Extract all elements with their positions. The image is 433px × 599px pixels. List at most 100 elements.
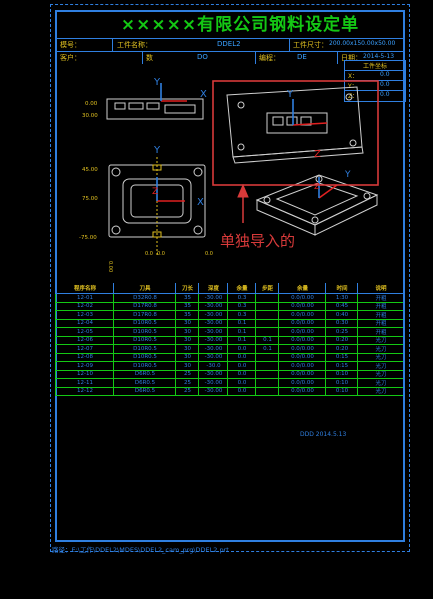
table-cell: 0.0	[227, 379, 256, 387]
date-label: 日期：	[341, 54, 362, 62]
table-cell: -30.00	[198, 336, 228, 344]
table-header-cell: 余量	[278, 283, 326, 293]
imported-detail-view	[226, 86, 364, 164]
table-cell: D10R0.5	[113, 345, 176, 353]
table-header-cell: 深度	[198, 283, 228, 293]
table-cell: 0.0	[227, 387, 256, 395]
plan-axis-x-label: X	[197, 197, 204, 208]
side-axis-y-label: Y	[153, 77, 161, 88]
table-cell: 35	[175, 311, 199, 319]
table-cell: 12-12	[55, 387, 114, 395]
table-cell: D10R0.5	[113, 362, 176, 370]
table-header-cell: 时间	[325, 283, 358, 293]
table-cell: 0.0/0.00	[278, 294, 326, 302]
table-cell: 25	[175, 379, 199, 387]
programmer-label: 编程：	[259, 54, 280, 62]
table-cell: 30	[175, 362, 199, 370]
table-cell: -30.00	[198, 370, 228, 378]
date-value: 2014-5-13	[363, 53, 395, 60]
svg-text:0.0: 0.0	[145, 251, 153, 257]
header-row-2: 客户： 数 DO 编程： DE 日期： 2014-5-13	[57, 51, 403, 64]
programmer-value: DE	[297, 53, 307, 61]
table-cell: 光刀	[357, 370, 404, 378]
table-cell	[255, 362, 279, 370]
table-cell: D10R0.5	[113, 353, 176, 361]
table-cell: 0:10	[325, 379, 358, 387]
dim-left-1: 0.00	[85, 101, 98, 107]
table-cell: 光刀	[357, 353, 404, 361]
signature-date: DDD 2014.5.13	[300, 431, 347, 438]
annotation-label: 单独导入的	[220, 232, 296, 250]
table-cell: 12-10	[55, 370, 114, 378]
table-cell: 12-01	[55, 294, 114, 302]
sheet-inner-frame	[55, 10, 405, 542]
coord-row-z: Z： 0.0	[348, 91, 390, 100]
table-cell: 0.3	[227, 302, 256, 310]
table-cell: 0:20	[325, 345, 358, 353]
plan-axis-y-label: Y	[153, 145, 161, 156]
table-cell: D32R0.8	[113, 294, 176, 302]
table-cell: 0:25	[325, 328, 358, 336]
part-name-value: DDEL2	[217, 40, 241, 48]
qty-value: DO	[197, 53, 208, 61]
table-cell: 25	[175, 370, 199, 378]
table-cell: 12-06	[55, 336, 114, 344]
table-cell: 0.1	[227, 336, 256, 344]
table-cell: D10R0.5	[113, 319, 176, 327]
table-cell	[255, 379, 279, 387]
dim-left-4: 75.00	[82, 196, 98, 202]
table-cell: -30.00	[198, 302, 228, 310]
table-cell: -30.00	[198, 345, 228, 353]
imported-axis-z-label: Z	[314, 149, 321, 160]
size-value: 200.00x150.00x50.00	[329, 40, 396, 47]
coord-table-title: 工件坐标	[345, 61, 405, 71]
table-cell: 25	[175, 387, 199, 395]
table-cell: -30.00	[198, 379, 228, 387]
table-cell: 光刀	[357, 336, 404, 344]
table-cell	[255, 302, 279, 310]
table-cell: 0.3	[227, 311, 256, 319]
table-cell	[255, 353, 279, 361]
table-cell: 12-04	[55, 319, 114, 327]
iso-axis	[318, 177, 338, 199]
table-cell: 0.0/0.00	[278, 345, 326, 353]
size-label: 工件尺寸：	[293, 41, 328, 49]
table-cell: 0:10	[325, 387, 358, 395]
plan-view	[108, 157, 206, 255]
table-cell: 0.1	[227, 328, 256, 336]
table-cell: 光刀	[357, 387, 404, 395]
dim-left-5: -75.00	[79, 235, 97, 241]
table-cell: -30.00	[198, 294, 228, 302]
table-cell	[255, 370, 279, 378]
table-cell: 30	[175, 328, 199, 336]
table-cell: 0.0/0.00	[278, 328, 326, 336]
table-cell: 0.0/0.00	[278, 319, 326, 327]
dim-left-2: 30.00	[82, 113, 98, 119]
table-cell: -30.00	[198, 328, 228, 336]
table-header-cell: 程序名称	[55, 283, 114, 293]
sheet-title: ×××××有限公司钢料设定单	[120, 15, 360, 35]
table-header-cell: 余量	[227, 283, 256, 293]
table-cell: 0:45	[325, 302, 358, 310]
table-cell: 0.0/0.00	[278, 311, 326, 319]
table-cell: 开粗	[357, 319, 404, 327]
customer-label: 客户：	[60, 54, 81, 62]
qty-label: 数	[146, 54, 153, 62]
table-header-cell: 刀长	[175, 283, 199, 293]
table-cell	[255, 294, 279, 302]
table-cell: -30.00	[198, 387, 228, 395]
side-view	[106, 98, 204, 120]
plan-axis-z-label: Z	[152, 187, 158, 197]
table-cell: 35	[175, 294, 199, 302]
table-cell: 0:30	[325, 319, 358, 327]
table-header-row: 程序名称刀具刀长深度余量步距余量时间说明	[55, 283, 403, 294]
